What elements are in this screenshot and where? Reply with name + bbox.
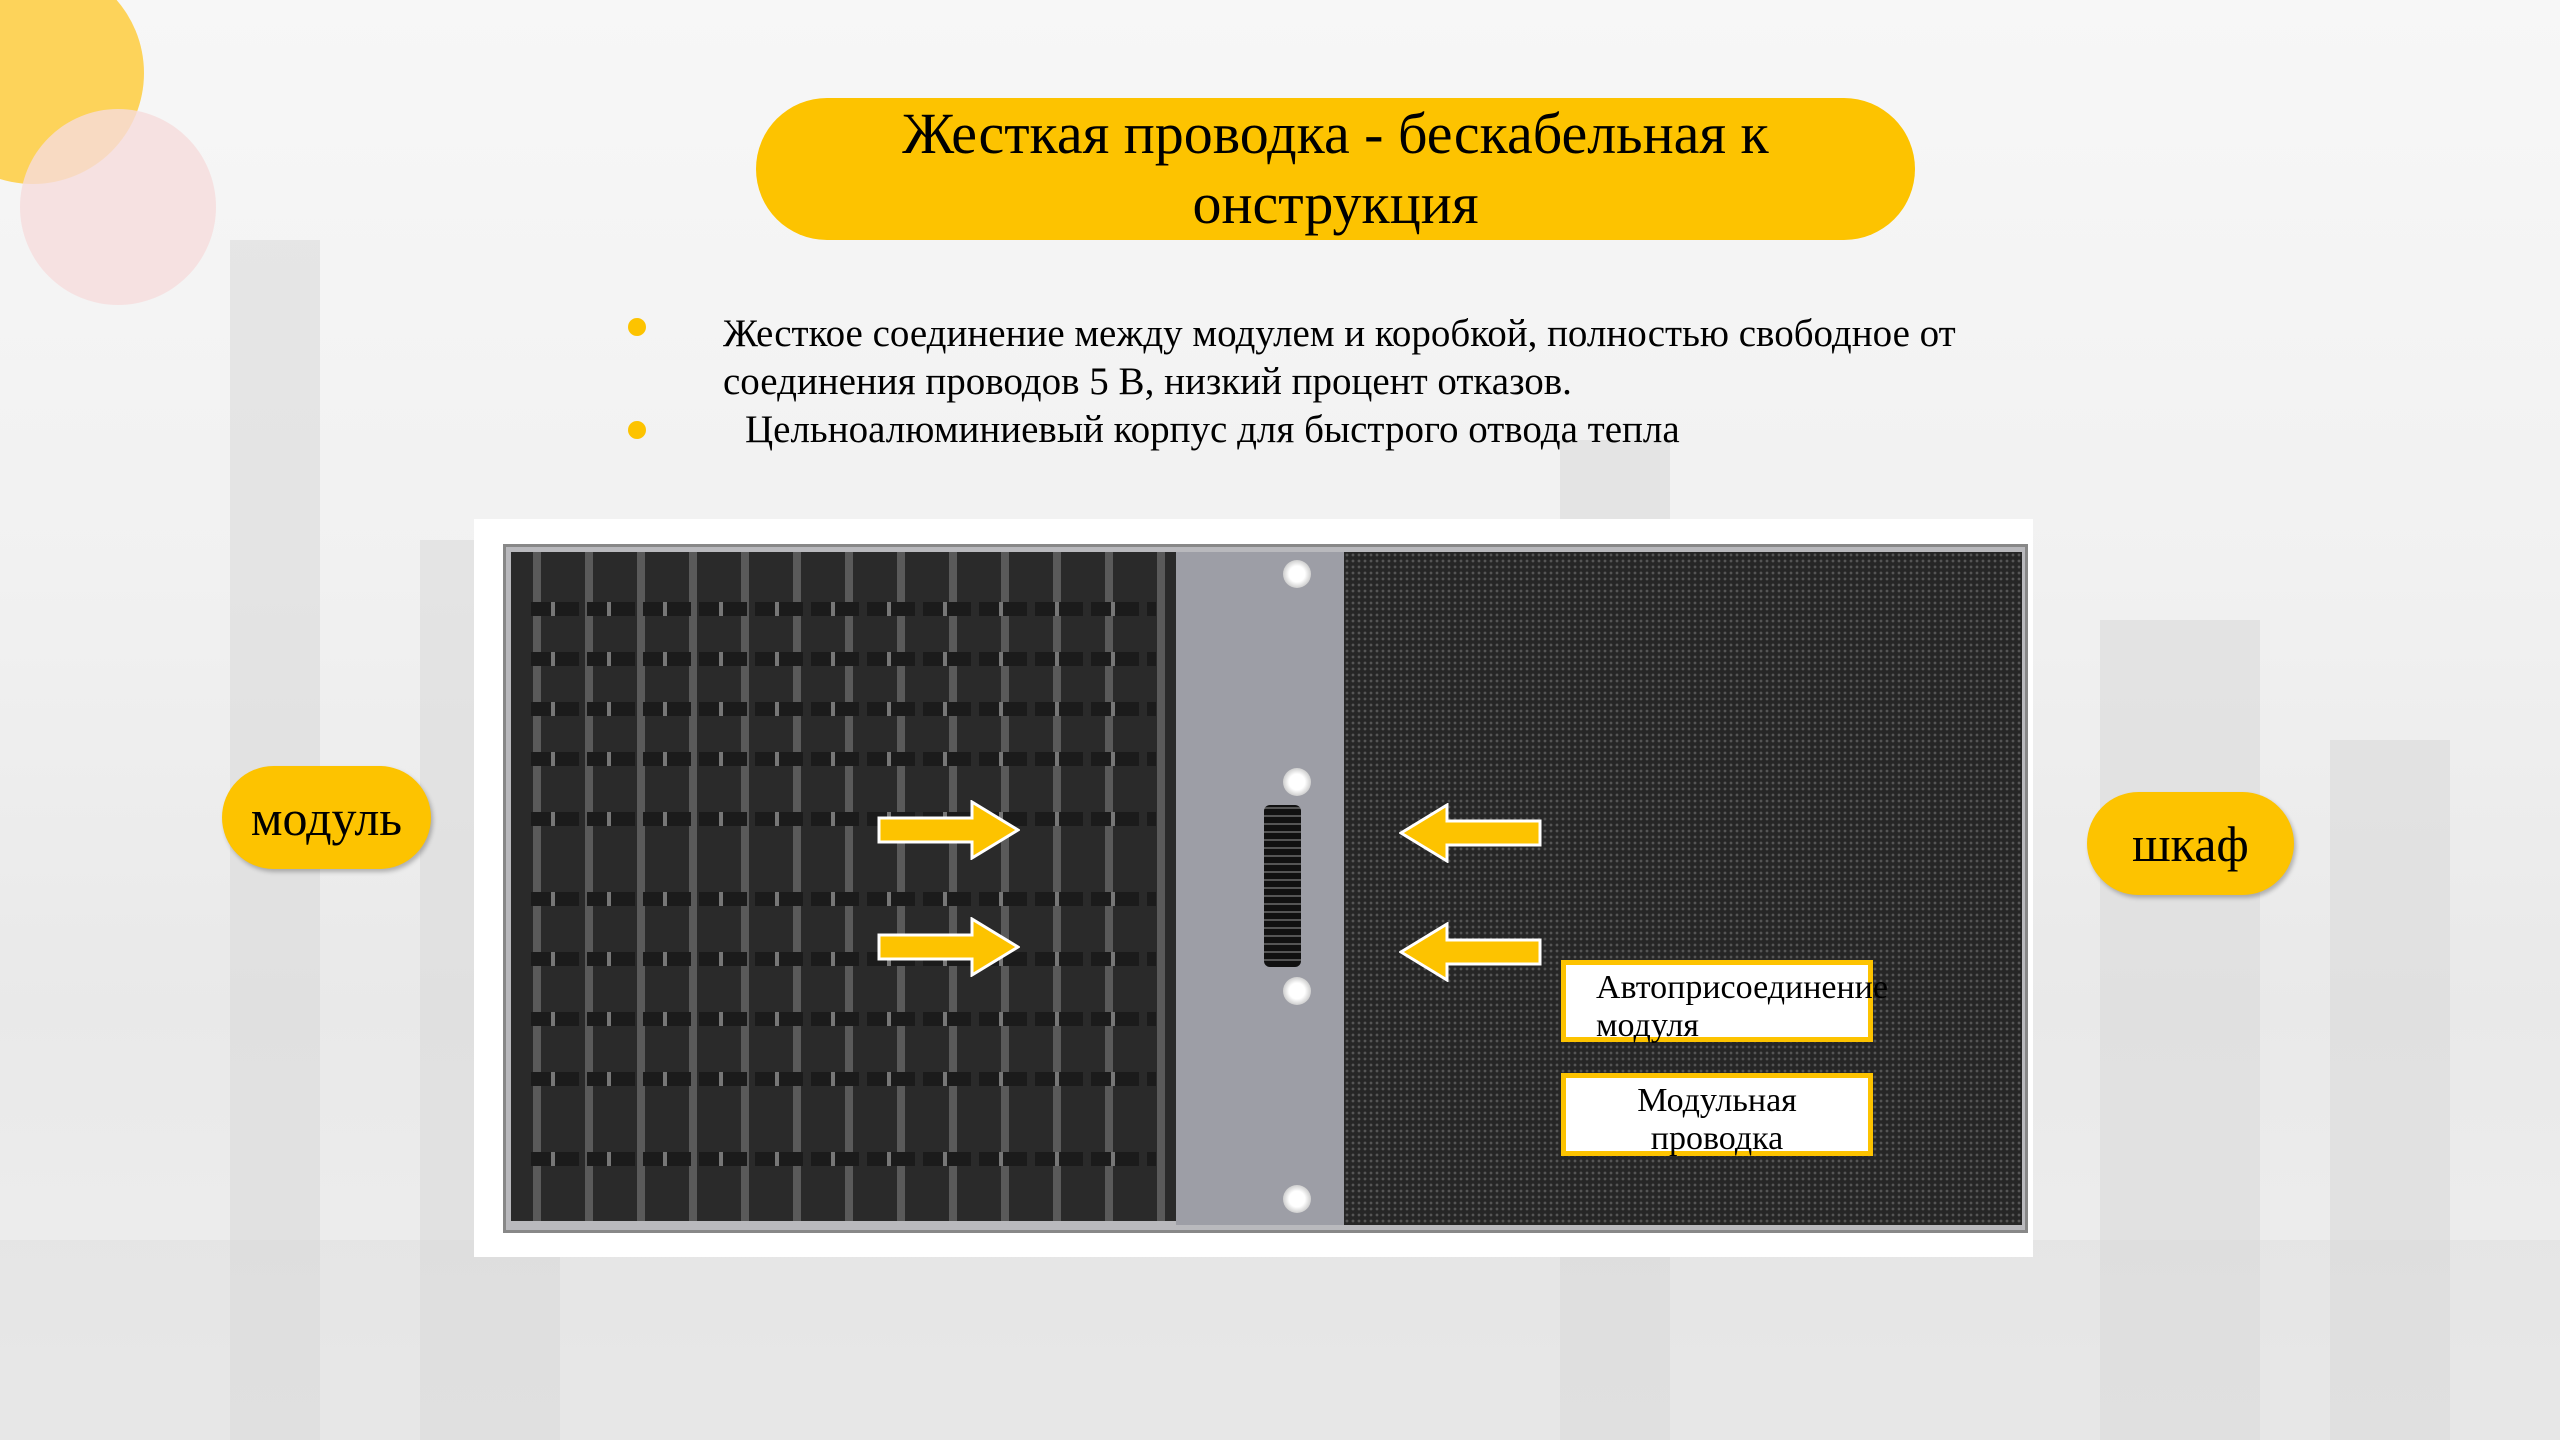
bullet-text-1: Жесткое соединение между модулем и короб…	[723, 312, 1956, 403]
decorative-pink-circle	[20, 109, 216, 305]
title-banner: Жесткая проводка - бескабельная к онстру…	[756, 98, 1915, 240]
arrow-right-icon	[877, 800, 1020, 860]
background-building	[2330, 740, 2450, 1440]
screw-icon	[1283, 768, 1311, 796]
module-pcb-image	[511, 552, 1176, 1221]
screw-icon	[1283, 1185, 1311, 1213]
screw-icon	[1283, 560, 1311, 588]
bullet-text-2: Цельноалюминиевый корпус для быстрого от…	[745, 408, 1680, 451]
connector-port	[1264, 805, 1301, 967]
background-building	[0, 1240, 2560, 1440]
arrow-right-icon	[877, 917, 1020, 977]
bullet-dot	[628, 421, 646, 439]
auto-connect-label: Автоприсоединение модуля	[1561, 960, 1888, 1044]
screw-icon	[1283, 977, 1311, 1005]
page-title: Жесткая проводка - бескабельная к онстру…	[902, 101, 1769, 236]
cabinet-frame-strip	[1176, 552, 1344, 1225]
background-building	[2100, 620, 2260, 1440]
modular-wiring-label: Модульная проводка	[1561, 1073, 1873, 1157]
bullet-dot	[628, 318, 646, 336]
arrow-left-icon	[1399, 803, 1542, 863]
cabinet-label: шкаф	[2087, 792, 2294, 895]
module-label: модуль	[222, 766, 431, 869]
arrow-left-icon	[1399, 922, 1542, 982]
